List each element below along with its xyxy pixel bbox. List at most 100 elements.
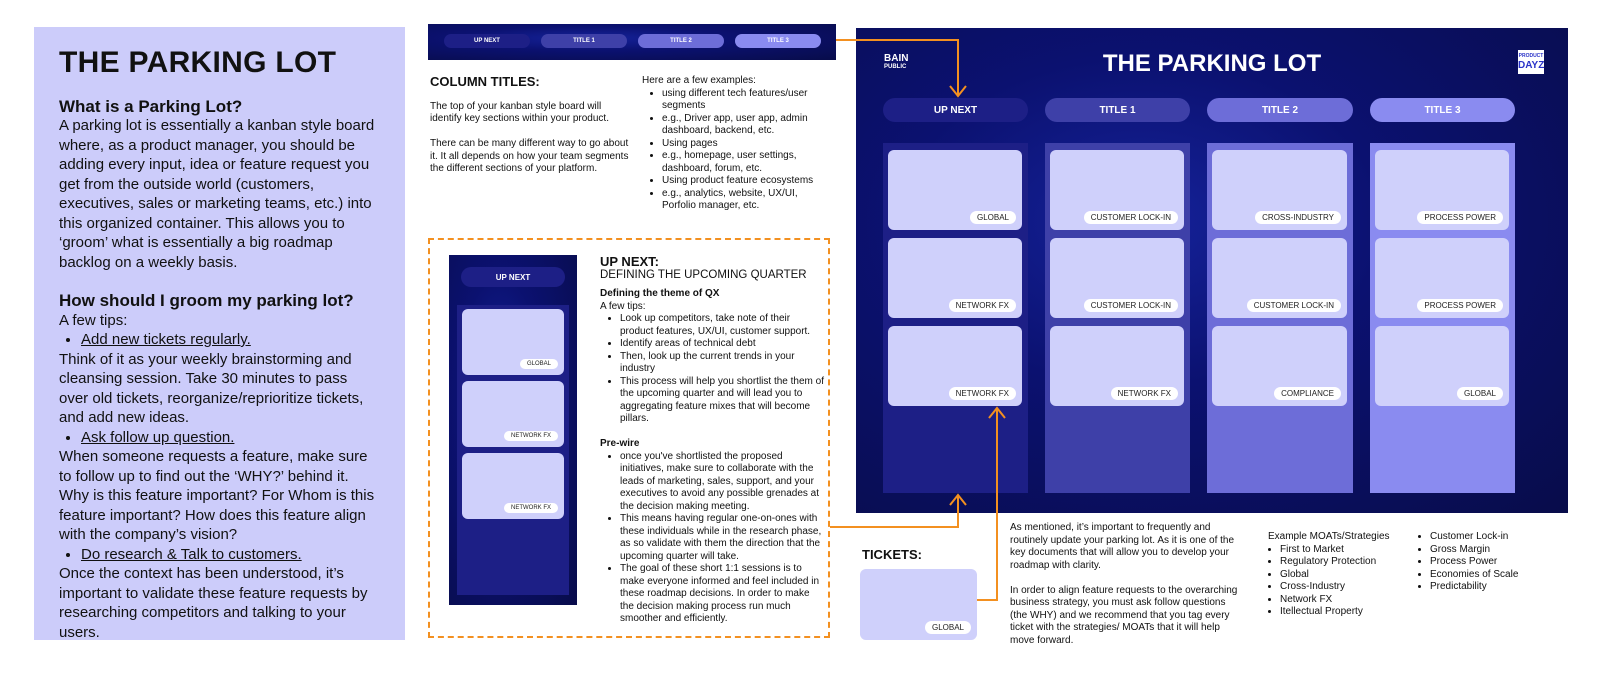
column-titles-strip: UP NEXT TITLE 1 TITLE 2 TITLE 3 (428, 24, 836, 60)
ticket-card[interactable]: GLOBAL (888, 150, 1022, 230)
parking-lot-board: BAIN PUBLIC THE PARKING LOT PRODUCT DAYZ… (856, 28, 1568, 513)
ticket-tag: GLOBAL (924, 621, 971, 634)
moat-item: Cross-Industry (1280, 581, 1418, 594)
up-next-section (428, 238, 830, 638)
ticket-tag: NETWORK FX (504, 503, 558, 513)
product-dayz-logo: PRODUCT DAYZ (1518, 50, 1544, 74)
moat-item: Global (1280, 569, 1418, 582)
mini-up-next-pill: UP NEXT (461, 267, 565, 287)
intro-panel: THE PARKING LOT What is a Parking Lot? A… (34, 27, 405, 641)
ticket-tag: CUSTOMER LOCK-IN (1083, 299, 1178, 312)
tips-intro: A few tips: (59, 311, 128, 329)
column-title-2: CROSS-INDUSTRY CUSTOMER LOCK-IN COMPLIAN… (1207, 143, 1353, 493)
mini-ticket[interactable]: NETWORK FX (462, 453, 564, 519)
example-item: Using pages (662, 138, 832, 151)
ticket-card[interactable]: CROSS-INDUSTRY (1212, 150, 1347, 230)
example-item: e.g., homepage, user settings, dashboard… (662, 150, 832, 175)
column-title-3: PROCESS POWER PROCESS POWER GLOBAL (1370, 143, 1515, 493)
prewire-tip: This means having regular one-on-ones wi… (620, 513, 825, 563)
column-title-1: CUSTOMER LOCK-IN CUSTOMER LOCK-IN NETWOR… (1045, 143, 1190, 493)
ticket-tag: PROCESS POWER (1417, 211, 1503, 224)
ticket-tag: PROCESS POWER (1417, 299, 1503, 312)
ticket-tag: GLOBAL (969, 211, 1016, 224)
column-header-title-3[interactable]: TITLE 3 (1370, 98, 1515, 122)
intro-text: A parking lot is essentially a kanban st… (59, 117, 375, 271)
tip-1-text: Think of it as your weekly brainstorming… (59, 350, 364, 427)
board-title: THE PARKING LOT (1102, 50, 1322, 77)
ticket-card[interactable]: PROCESS POWER (1375, 238, 1509, 318)
example-item: e.g., Driver app, user app, admin dashbo… (662, 113, 832, 138)
column-titles-text: COLUMN TITLES: The top of your kanban st… (430, 74, 630, 176)
ticket-card[interactable]: GLOBAL (1375, 326, 1509, 406)
tip-2: Ask follow up question. (81, 428, 235, 446)
ticket-tag: GLOBAL (519, 359, 558, 369)
theme-tip: Look up competitors, take note of their … (620, 313, 825, 338)
ticket-tag: CROSS-INDUSTRY (1255, 211, 1341, 224)
mini-board: UP NEXT GLOBAL NETWORK FX NETWORK FX (449, 255, 577, 605)
column-titles-p1: The top of your kanban style board will … (430, 100, 609, 125)
ticket-tag: NETWORK FX (948, 299, 1016, 312)
tip-1: Add new tickets regularly. (81, 331, 251, 348)
ticket-card[interactable]: NETWORK FX (888, 326, 1022, 406)
strip-pill-title-1: TITLE 1 (541, 34, 627, 48)
moat-item: Network FX (1280, 594, 1418, 607)
column-header-title-2[interactable]: TITLE 2 (1207, 98, 1353, 122)
column-titles-heading: COLUMN TITLES: (430, 74, 540, 89)
strip-pill-title-3: TITLE 3 (735, 34, 821, 48)
moat-item: Process Power (1430, 556, 1568, 569)
examples-intro: Here are a few examples: (642, 75, 756, 86)
mini-ticket[interactable]: GLOBAL (462, 309, 564, 375)
ticket-tag: NETWORK FX (1110, 387, 1178, 400)
up-next-heading: UP NEXT: (600, 254, 659, 269)
moats-list-2: Customer Lock-in Gross Margin Process Po… (1418, 531, 1568, 594)
tip-3-text: Once the context has been understood, it… (59, 565, 368, 641)
column-examples: Here are a few examples: using different… (642, 75, 832, 213)
ticket-tag: CUSTOMER LOCK-IN (1083, 211, 1178, 224)
tickets-p1: As mentioned, it’s important to frequent… (1010, 522, 1235, 571)
moat-item: Gross Margin (1430, 544, 1568, 557)
moat-item: First to Market (1280, 544, 1418, 557)
mini-column: GLOBAL NETWORK FX NETWORK FX (457, 305, 569, 595)
tip-2-text: When someone requests a feature, make su… (59, 448, 375, 543)
theme-tip: Identify areas of technical debt (620, 338, 825, 351)
moat-item: Regulatory Protection (1280, 556, 1418, 569)
theme-heading: Defining the theme of QX (600, 288, 720, 299)
tickets-heading: TICKETS: (862, 547, 922, 562)
strip-pill-up-next: UP NEXT (444, 34, 530, 48)
column-header-up-next[interactable]: UP NEXT (883, 98, 1028, 122)
ticket-card[interactable]: CUSTOMER LOCK-IN (1212, 238, 1347, 318)
example-item: e.g., analytics, website, UX/UI, Porfoli… (662, 188, 832, 213)
up-next-text: UP NEXT: DEFINING THE UPCOMING QUARTER D… (600, 254, 825, 626)
ticket-card[interactable]: COMPLIANCE (1212, 326, 1347, 406)
ticket-card[interactable]: NETWORK FX (1050, 326, 1184, 406)
logo-text: PRODUCT (1518, 53, 1544, 59)
ticket-tag: NETWORK FX (504, 431, 558, 441)
question-how: How should I groom my parking lot? (59, 291, 354, 310)
theme-tip: This process will help you shortlist the… (620, 376, 825, 426)
column-up-next: GLOBAL NETWORK FX NETWORK FX (883, 143, 1028, 493)
up-next-subheading: DEFINING THE UPCOMING QUARTER (600, 268, 807, 281)
ticket-card[interactable]: CUSTOMER LOCK-IN (1050, 238, 1184, 318)
column-titles-p2: There can be many different way to go ab… (430, 138, 629, 174)
tip-3: Do research & Talk to customers. (81, 545, 302, 563)
ticket-card[interactable]: CUSTOMER LOCK-IN (1050, 150, 1184, 230)
moat-item: Itellectual Property (1280, 606, 1418, 619)
ticket-tag: COMPLIANCE (1274, 387, 1341, 400)
example-ticket[interactable]: GLOBAL (860, 569, 977, 640)
ticket-tag: CUSTOMER LOCK-IN (1246, 299, 1341, 312)
theme-tip: Then, look up the current trends in your… (620, 351, 825, 376)
tickets-p2: In order to align feature requests to th… (1010, 584, 1238, 646)
prewire-heading: Pre-wire (600, 438, 640, 449)
ticket-tag: GLOBAL (1456, 387, 1503, 400)
tickets-text: As mentioned, it’s important to frequent… (1010, 522, 1245, 647)
prewire-tip: The goal of these short 1:1 sessions is … (620, 563, 825, 626)
column-header-title-1[interactable]: TITLE 1 (1045, 98, 1190, 122)
moats-list-1: Example MOATs/Strategies First to Market… (1268, 531, 1418, 619)
mini-ticket[interactable]: NETWORK FX (462, 381, 564, 447)
moat-item: Customer Lock-in (1430, 531, 1568, 544)
example-item: using different tech features/user segme… (662, 88, 832, 113)
question-what: What is a Parking Lot? (59, 96, 243, 116)
moats-heading: Example MOATs/Strategies (1268, 531, 1390, 542)
ticket-card[interactable]: NETWORK FX (888, 238, 1022, 318)
ticket-card[interactable]: PROCESS POWER (1375, 150, 1509, 230)
